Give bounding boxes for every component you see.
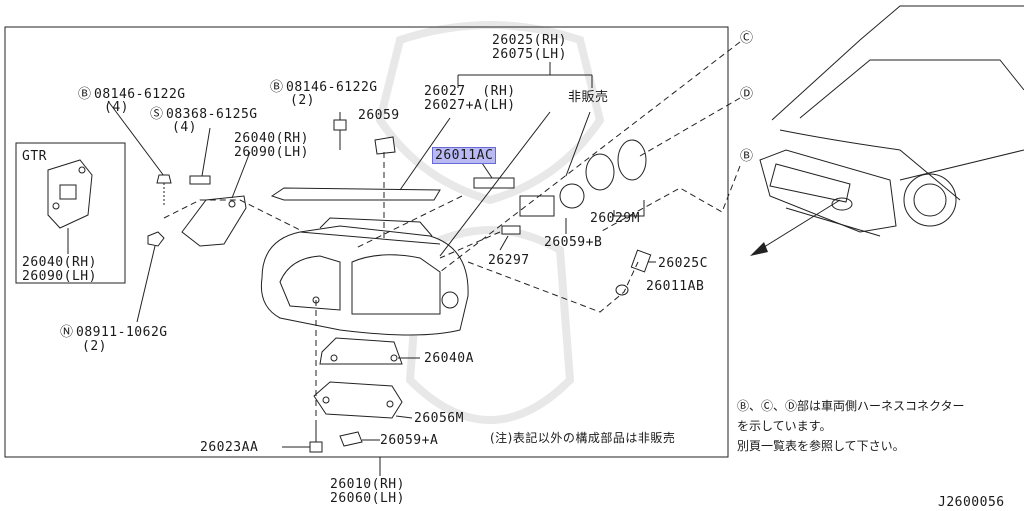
note-line-1: Ⓑ、Ⓒ、Ⓓ部は車両側ハーネスコネクター xyxy=(737,399,965,413)
headlamp-assembly xyxy=(260,217,469,336)
screw-26023aa xyxy=(282,424,323,453)
label-bolt-08146-left: 08146-6122G xyxy=(94,87,186,102)
label-26010-rh: 26010(RH) xyxy=(330,477,405,492)
guide-dashes-left xyxy=(163,199,301,231)
bracket-26040a xyxy=(319,337,420,365)
label-screw-08368: 08368-6125G xyxy=(166,107,258,122)
circle-c-marker: Ⓒ xyxy=(740,31,754,46)
circle-b-marker-3: Ⓑ xyxy=(740,149,754,164)
label-26056m: 26056M xyxy=(414,411,464,426)
diagram-frame xyxy=(4,26,729,458)
footnote-nonsale-parts: (注)表記以外の構成部品は非販売 xyxy=(490,431,676,445)
label-gtr-26090: 26090(LH) xyxy=(22,269,97,284)
socket-26059b xyxy=(519,183,585,234)
label-26090-lh: 26090(LH) xyxy=(234,145,309,160)
bolt-08146-left xyxy=(107,100,172,205)
diagram-code: J2600056 xyxy=(938,495,1005,510)
bulb-26297 xyxy=(499,225,521,251)
label-26023aa: 26023AA xyxy=(200,440,259,455)
bulb-26011ac xyxy=(473,159,515,189)
gtr-bracket xyxy=(47,159,93,254)
label-26029m: 26029M xyxy=(590,211,640,226)
label-26011ab: 26011AB xyxy=(646,279,705,294)
watermark-emblem xyxy=(375,21,605,424)
label-26027a-lh: 26027+A(LH) xyxy=(424,98,516,113)
label-26025-rh: 26025(RH) xyxy=(492,33,567,48)
circle-s-marker: Ⓢ xyxy=(150,107,164,122)
screw-08368 xyxy=(189,127,211,185)
label-nut-08911: 08911-1062G xyxy=(76,325,168,340)
label-bolt-08146-center: 08146-6122G xyxy=(286,80,378,95)
label-bolt-qty-center: (2) xyxy=(290,93,315,108)
label-26040-rh: 26040(RH) xyxy=(234,131,309,146)
label-gtr: GTR xyxy=(22,149,47,164)
sticker-26059a xyxy=(339,431,363,447)
circle-d-marker: Ⓓ xyxy=(740,87,754,102)
nut-08911 xyxy=(136,231,165,323)
label-26011ac-highlighted[interactable]: 26011AC xyxy=(431,147,497,164)
label-26059: 26059 xyxy=(358,108,400,123)
label-26059a: 26059+A xyxy=(380,433,439,448)
label-26075-lh: 26075(LH) xyxy=(492,47,567,62)
label-26040a: 26040A xyxy=(424,351,474,366)
bracket-26040 xyxy=(181,151,251,247)
label-nonsale: 非販売 xyxy=(568,90,609,105)
circle-n-marker: Ⓝ xyxy=(60,325,74,340)
label-26027-rh: 26027 (RH) xyxy=(424,84,516,99)
car-illustration xyxy=(759,5,1024,237)
label-screw-qty: (4) xyxy=(172,120,197,135)
arrow-indicator xyxy=(750,199,841,256)
note-line-3: 別頁一覧表を参照して下さい。 xyxy=(737,439,905,453)
label-26025c: 26025C xyxy=(658,256,708,271)
label-nut-qty: (2) xyxy=(82,339,107,354)
seal-26029m xyxy=(585,139,647,217)
bulb-26025c xyxy=(630,249,656,273)
socket-26011ab xyxy=(615,284,629,296)
label-gtr-26040: 26040(RH) xyxy=(22,255,97,270)
label-26297: 26297 xyxy=(488,253,530,268)
label-26060-lh: 26060(LH) xyxy=(330,491,405,506)
label-bolt-qty-left: (4) xyxy=(104,100,129,115)
circle-b-marker-2: Ⓑ xyxy=(270,80,284,95)
trim-strip xyxy=(270,187,441,201)
gtr-inset-frame xyxy=(15,142,126,284)
bolt-08146-center xyxy=(333,112,347,150)
circle-b-marker: Ⓑ xyxy=(78,87,92,102)
sticker-26059 xyxy=(374,136,396,155)
label-26059b: 26059+B xyxy=(544,235,603,250)
module-26056m xyxy=(313,381,413,419)
note-line-2: を示しています。 xyxy=(737,419,832,433)
